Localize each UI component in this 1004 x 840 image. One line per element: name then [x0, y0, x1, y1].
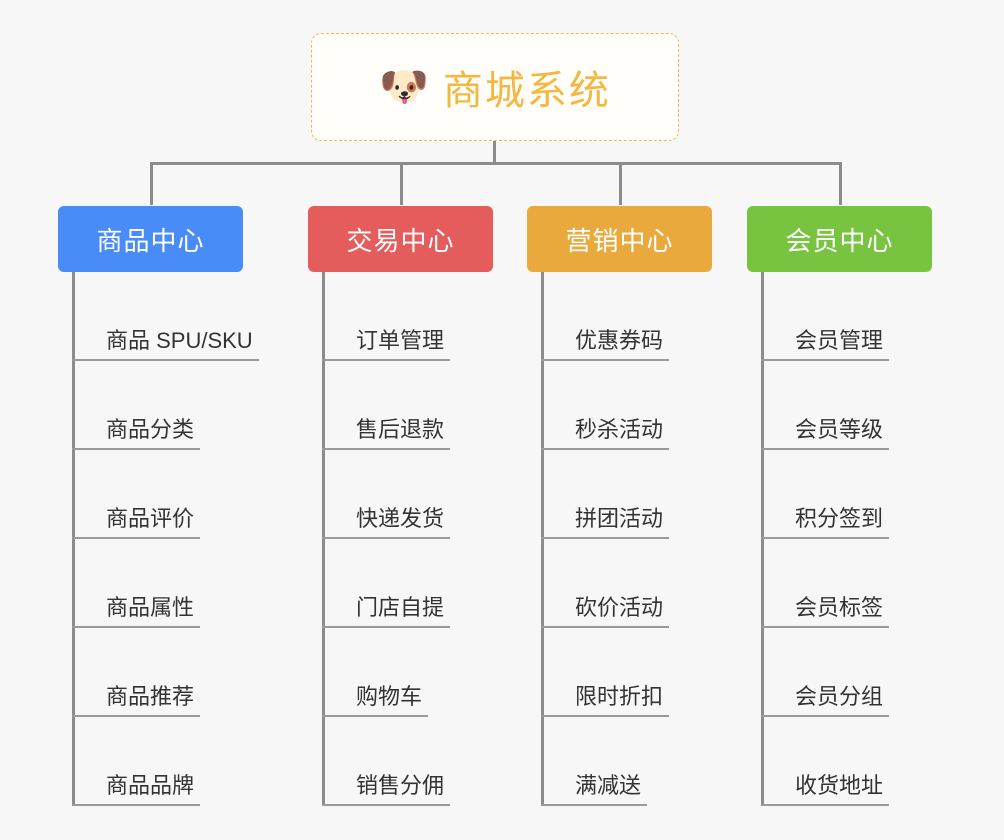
leaf-node[interactable]: 售后退款 [322, 361, 451, 450]
leaf-label: 收货地址 [761, 773, 890, 806]
branch-spine [761, 272, 764, 806]
leaf-node[interactable]: 会员管理 [761, 272, 890, 361]
leaf-label: 售后退款 [322, 417, 451, 450]
leaf-node[interactable]: 会员等级 [761, 361, 890, 450]
leaf-label: 商品评价 [72, 506, 201, 539]
leaf-label: 订单管理 [322, 328, 451, 361]
branch-spine [322, 272, 325, 806]
leaf-node[interactable]: 商品品牌 [72, 717, 201, 806]
leaf-label: 会员分组 [761, 684, 890, 717]
leaf-node[interactable]: 收货地址 [761, 717, 890, 806]
leaf-node[interactable]: 砍价活动 [541, 539, 670, 628]
leaf-node[interactable]: 秒杀活动 [541, 361, 670, 450]
leaf-node[interactable]: 限时折扣 [541, 628, 670, 717]
branch-header-label: 会员中心 [785, 225, 894, 256]
leaf-node[interactable]: 商品属性 [72, 539, 201, 628]
leaf-node[interactable]: 商品推荐 [72, 628, 201, 717]
leaf-label: 会员管理 [761, 328, 890, 361]
leaf-label: 优惠券码 [541, 328, 670, 361]
branch-spine [72, 272, 75, 806]
leaf-node[interactable]: 商品分类 [72, 361, 201, 450]
leaf-node[interactable]: 会员标签 [761, 539, 890, 628]
leaf-label: 商品推荐 [72, 684, 201, 717]
leaf-label: 砍价活动 [541, 595, 670, 628]
leaf-label: 销售分佣 [322, 773, 451, 806]
leaf-label: 购物车 [322, 684, 429, 717]
leaf-label: 拼团活动 [541, 506, 670, 539]
root-node[interactable]: 🐶 商城系统 [311, 33, 679, 141]
leaf-node[interactable]: 销售分佣 [322, 717, 451, 806]
leaf-node[interactable]: 拼团活动 [541, 450, 670, 539]
leaf-node[interactable]: 订单管理 [322, 272, 451, 361]
leaf-label: 会员等级 [761, 417, 890, 450]
leaf-label: 商品 SPU/SKU [72, 328, 259, 361]
root-title: 商城系统 [442, 69, 611, 113]
leaf-label: 门店自提 [322, 595, 451, 628]
leaf-label: 积分签到 [761, 506, 890, 539]
branch-header-trade-center[interactable]: 交易中心 [308, 206, 493, 272]
leaf-node[interactable]: 快递发货 [322, 450, 451, 539]
leaf-label: 商品属性 [72, 595, 201, 628]
leaf-label: 满减送 [541, 773, 648, 806]
branch-header-marketing-center[interactable]: 营销中心 [527, 206, 712, 272]
leaf-node[interactable]: 会员分组 [761, 628, 890, 717]
connector-drop-trade-center [400, 162, 403, 205]
leaf-label: 快递发货 [322, 506, 451, 539]
connector-root-stem [493, 141, 496, 165]
leaf-node[interactable]: 购物车 [322, 628, 429, 717]
connector-drop-marketing-center [619, 162, 622, 205]
branch-header-label: 营销中心 [565, 225, 674, 256]
connector-drop-member-center [839, 162, 842, 205]
leaf-label: 商品分类 [72, 417, 201, 450]
connector-horizontal-bus [150, 162, 842, 165]
leaf-node[interactable]: 满减送 [541, 717, 648, 806]
leaf-node[interactable]: 优惠券码 [541, 272, 670, 361]
dog-face-icon: 🐶 [379, 65, 429, 109]
leaf-label: 秒杀活动 [541, 417, 670, 450]
leaf-node[interactable]: 商品评价 [72, 450, 201, 539]
leaf-node[interactable]: 门店自提 [322, 539, 451, 628]
branch-header-member-center[interactable]: 会员中心 [747, 206, 932, 272]
leaf-label: 商品品牌 [72, 773, 201, 806]
leaf-node[interactable]: 商品 SPU/SKU [72, 272, 259, 361]
branch-header-label: 商品中心 [96, 225, 205, 256]
leaf-label: 会员标签 [761, 595, 890, 628]
connector-drop-product-center [150, 162, 153, 205]
branch-spine [541, 272, 544, 806]
leaf-label: 限时折扣 [541, 684, 670, 717]
leaf-node[interactable]: 积分签到 [761, 450, 890, 539]
branch-header-product-center[interactable]: 商品中心 [58, 206, 243, 272]
branch-header-label: 交易中心 [346, 225, 455, 256]
